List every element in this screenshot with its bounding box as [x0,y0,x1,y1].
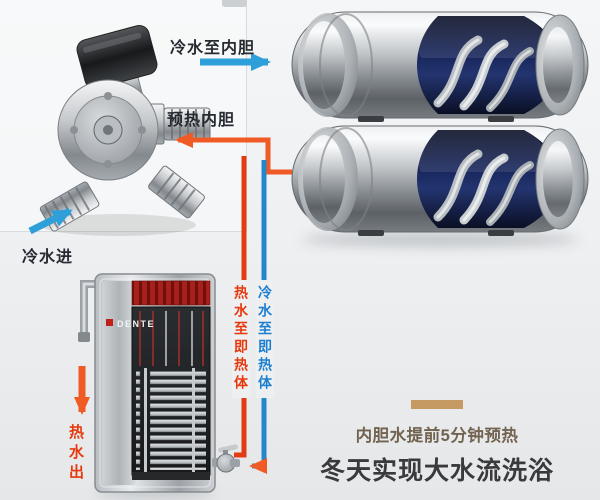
valve-lower-right-fitting [148,165,205,219]
tank-upper-illustration [288,8,592,122]
valve-body [57,79,159,181]
caption-line2: 冬天实现大水流洗浴 [319,457,554,485]
heater-wires [139,311,204,366]
brand-logo-mark [106,319,113,326]
caption-divider-bar [411,400,463,409]
label-preheat-tank: 预热内胆 [167,112,236,129]
tank-shadow [302,233,578,246]
mixing-valve-illustration [39,25,211,236]
caption-block: 内胆水提前5分钟预热 冬天实现大水流洗浴 [312,400,562,487]
caption-line1: 内胆水提前5分钟预热 [355,427,519,445]
brand-label: DENTE [117,319,155,329]
label-cold-to-tank: 冷水至内胆 [170,40,256,57]
cad-panel-corner [222,0,247,7]
label-cold-to-heater: 冷水至即热体 [256,280,274,398]
label-cold-in: 冷水进 [22,249,74,266]
valve-shadow [40,214,196,236]
cold-water-inlet-valve [212,444,240,473]
label-hot-to-heater: 热水至即热体 [232,280,250,398]
instant-heater-illustration: DENTE [78,273,240,493]
tank-lower-illustration [288,122,592,236]
label-hot-out: 热水出 [67,424,84,484]
heater-body: DENTE [94,273,216,493]
